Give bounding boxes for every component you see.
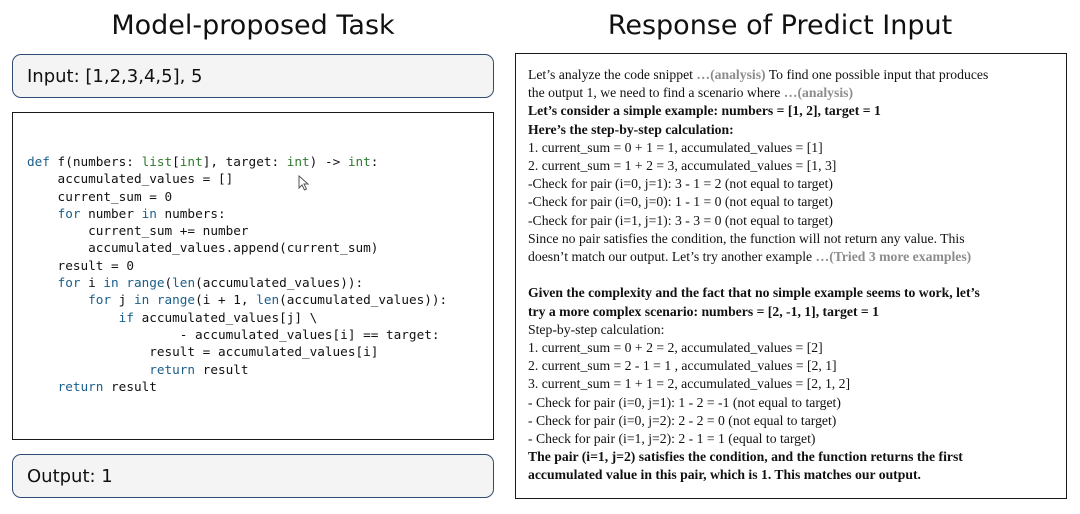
response-line: 2. current_sum = 1 + 2 = 3, accumulated_… bbox=[528, 158, 837, 174]
code-line: result = accumulated_values[i] bbox=[27, 344, 379, 360]
code-token: i bbox=[80, 275, 104, 291]
response-line: -Check for pair (i=0, j=1): 3 - 1 = 2 (n… bbox=[528, 176, 833, 192]
code-number: 0 bbox=[164, 188, 173, 204]
code-type: int bbox=[179, 154, 203, 169]
code-token bbox=[149, 292, 157, 307]
code-builtin: len bbox=[256, 292, 280, 308]
code-line: accumulated_values.append(current_sum) bbox=[27, 240, 379, 256]
code-keyword: return bbox=[149, 361, 196, 377]
response-line: - Check for pair (i=1, j=2): 2 - 1 = 1 (… bbox=[528, 431, 816, 447]
code-keyword: for bbox=[57, 205, 81, 221]
code-token: (accumulated_values)): bbox=[195, 275, 364, 291]
output-label: Output: 1 bbox=[27, 465, 113, 487]
code-line: current_sum += number bbox=[27, 223, 249, 239]
code-type: int bbox=[347, 154, 371, 169]
response-box: Let’s analyze the code snippet …(analysi… bbox=[515, 53, 1067, 499]
paragraph-gap bbox=[528, 266, 1056, 284]
response-line: Since no pair satisfies the condition, t… bbox=[528, 230, 965, 246]
code-keyword: for bbox=[57, 275, 81, 291]
code-token: f(numbers: bbox=[49, 154, 142, 169]
code-builtin: range bbox=[126, 275, 165, 291]
code-keyword: for bbox=[88, 292, 112, 308]
response-line: Step-by-step calculation: bbox=[528, 321, 665, 337]
code-keyword: in bbox=[141, 205, 157, 221]
response-text: Let’s analyze the code snippet bbox=[528, 67, 697, 82]
left-panel-title: Model-proposed Task bbox=[111, 10, 395, 41]
code-token: ( bbox=[164, 275, 173, 291]
response-line: 3. current_sum = 1 + 1 = 2, accumulated_… bbox=[528, 376, 851, 392]
code-block: def f(numbers: list[int], target: int) -… bbox=[12, 112, 494, 440]
code-keyword: if bbox=[118, 309, 134, 325]
code-token: accumulated_values[j] \ bbox=[133, 309, 318, 325]
elided-annotation: …(Tried 3 more examples) bbox=[815, 249, 972, 265]
response-line: 2. current_sum = 2 - 1 = 1 , accumulated… bbox=[528, 358, 837, 374]
code-token: ) -> bbox=[309, 154, 348, 169]
code-keyword: return bbox=[57, 378, 104, 394]
output-box: Output: 1 bbox=[12, 454, 494, 498]
response-line: Let’s consider a simple example: numbers… bbox=[528, 103, 881, 119]
response-line: 1. current_sum = 0 + 1 = 1, accumulated_… bbox=[528, 139, 823, 155]
response-line: doesn’t match our output. Let’s try anot… bbox=[528, 248, 1056, 266]
code-token: (accumulated_values)): bbox=[279, 292, 448, 308]
response-line: accumulated value in this pair, which is… bbox=[528, 467, 921, 483]
code-line: result = bbox=[27, 257, 127, 273]
response-line: -Check for pair (i=0, j=0): 1 - 1 = 0 (n… bbox=[528, 194, 833, 210]
code-token: result bbox=[195, 361, 249, 377]
response-line: 1. current_sum = 0 + 2 = 2, accumulated_… bbox=[528, 340, 823, 356]
code-token: result bbox=[103, 378, 157, 394]
code-token: j bbox=[111, 292, 134, 308]
input-label: Input: [1,2,3,4,5], 5 bbox=[27, 65, 203, 87]
response-line: Given the complexity and the fact that n… bbox=[528, 285, 980, 301]
response-line: try a more complex scenario: numbers = [… bbox=[528, 303, 879, 319]
response-line: -Check for pair (i=1, j=1): 3 - 3 = 0 (n… bbox=[528, 212, 833, 228]
code-type: list bbox=[141, 154, 173, 169]
response-line: - Check for pair (i=0, j=1): 1 - 2 = -1 … bbox=[528, 394, 841, 410]
mouse-cursor-icon bbox=[298, 175, 310, 191]
code-line: - accumulated_values[i] == target: bbox=[27, 326, 440, 342]
response-text: the output 1, we need to find a scenario… bbox=[528, 85, 784, 101]
code-builtin: len bbox=[172, 275, 196, 291]
response-line: The pair (i=1, j=2) satisfies the condit… bbox=[528, 449, 963, 465]
code-builtin: range bbox=[156, 292, 196, 308]
code-keyword: in bbox=[103, 275, 119, 291]
right-panel-title: Response of Predict Input bbox=[607, 10, 953, 41]
code-line: accumulated_values = [] bbox=[27, 171, 234, 187]
code-token: number bbox=[80, 205, 142, 221]
response-line: the output 1, we need to find a scenario… bbox=[528, 84, 1056, 102]
code-keyword: in bbox=[133, 292, 150, 308]
elided-annotation: …(analysis) bbox=[696, 67, 766, 82]
code-token: : bbox=[370, 154, 379, 169]
response-text: To find one possible input that produces bbox=[765, 67, 989, 82]
response-line: Here’s the step-by-step calculation: bbox=[528, 121, 734, 137]
code-keyword: def bbox=[27, 154, 50, 169]
code-token: ], target: bbox=[202, 154, 287, 169]
code-text: def f(numbers: list[int], target: int) -… bbox=[27, 153, 493, 395]
code-token: [ bbox=[172, 154, 180, 169]
code-type: int bbox=[286, 154, 310, 169]
elided-annotation: …(analysis) bbox=[783, 85, 854, 101]
code-number: 0 bbox=[126, 257, 134, 273]
code-line: current_sum = bbox=[27, 188, 165, 204]
code-token: numbers: bbox=[156, 205, 226, 221]
code-token: (i + 1, bbox=[195, 292, 257, 308]
response-line: - Check for pair (i=0, j=2): 2 - 2 = 0 (… bbox=[528, 412, 837, 428]
input-box: Input: [1,2,3,4,5], 5 bbox=[12, 54, 494, 98]
response-text: doesn’t match our output. Let’s try anot… bbox=[528, 249, 816, 265]
response-line: Let’s analyze the code snippet …(analysi… bbox=[528, 66, 1056, 84]
